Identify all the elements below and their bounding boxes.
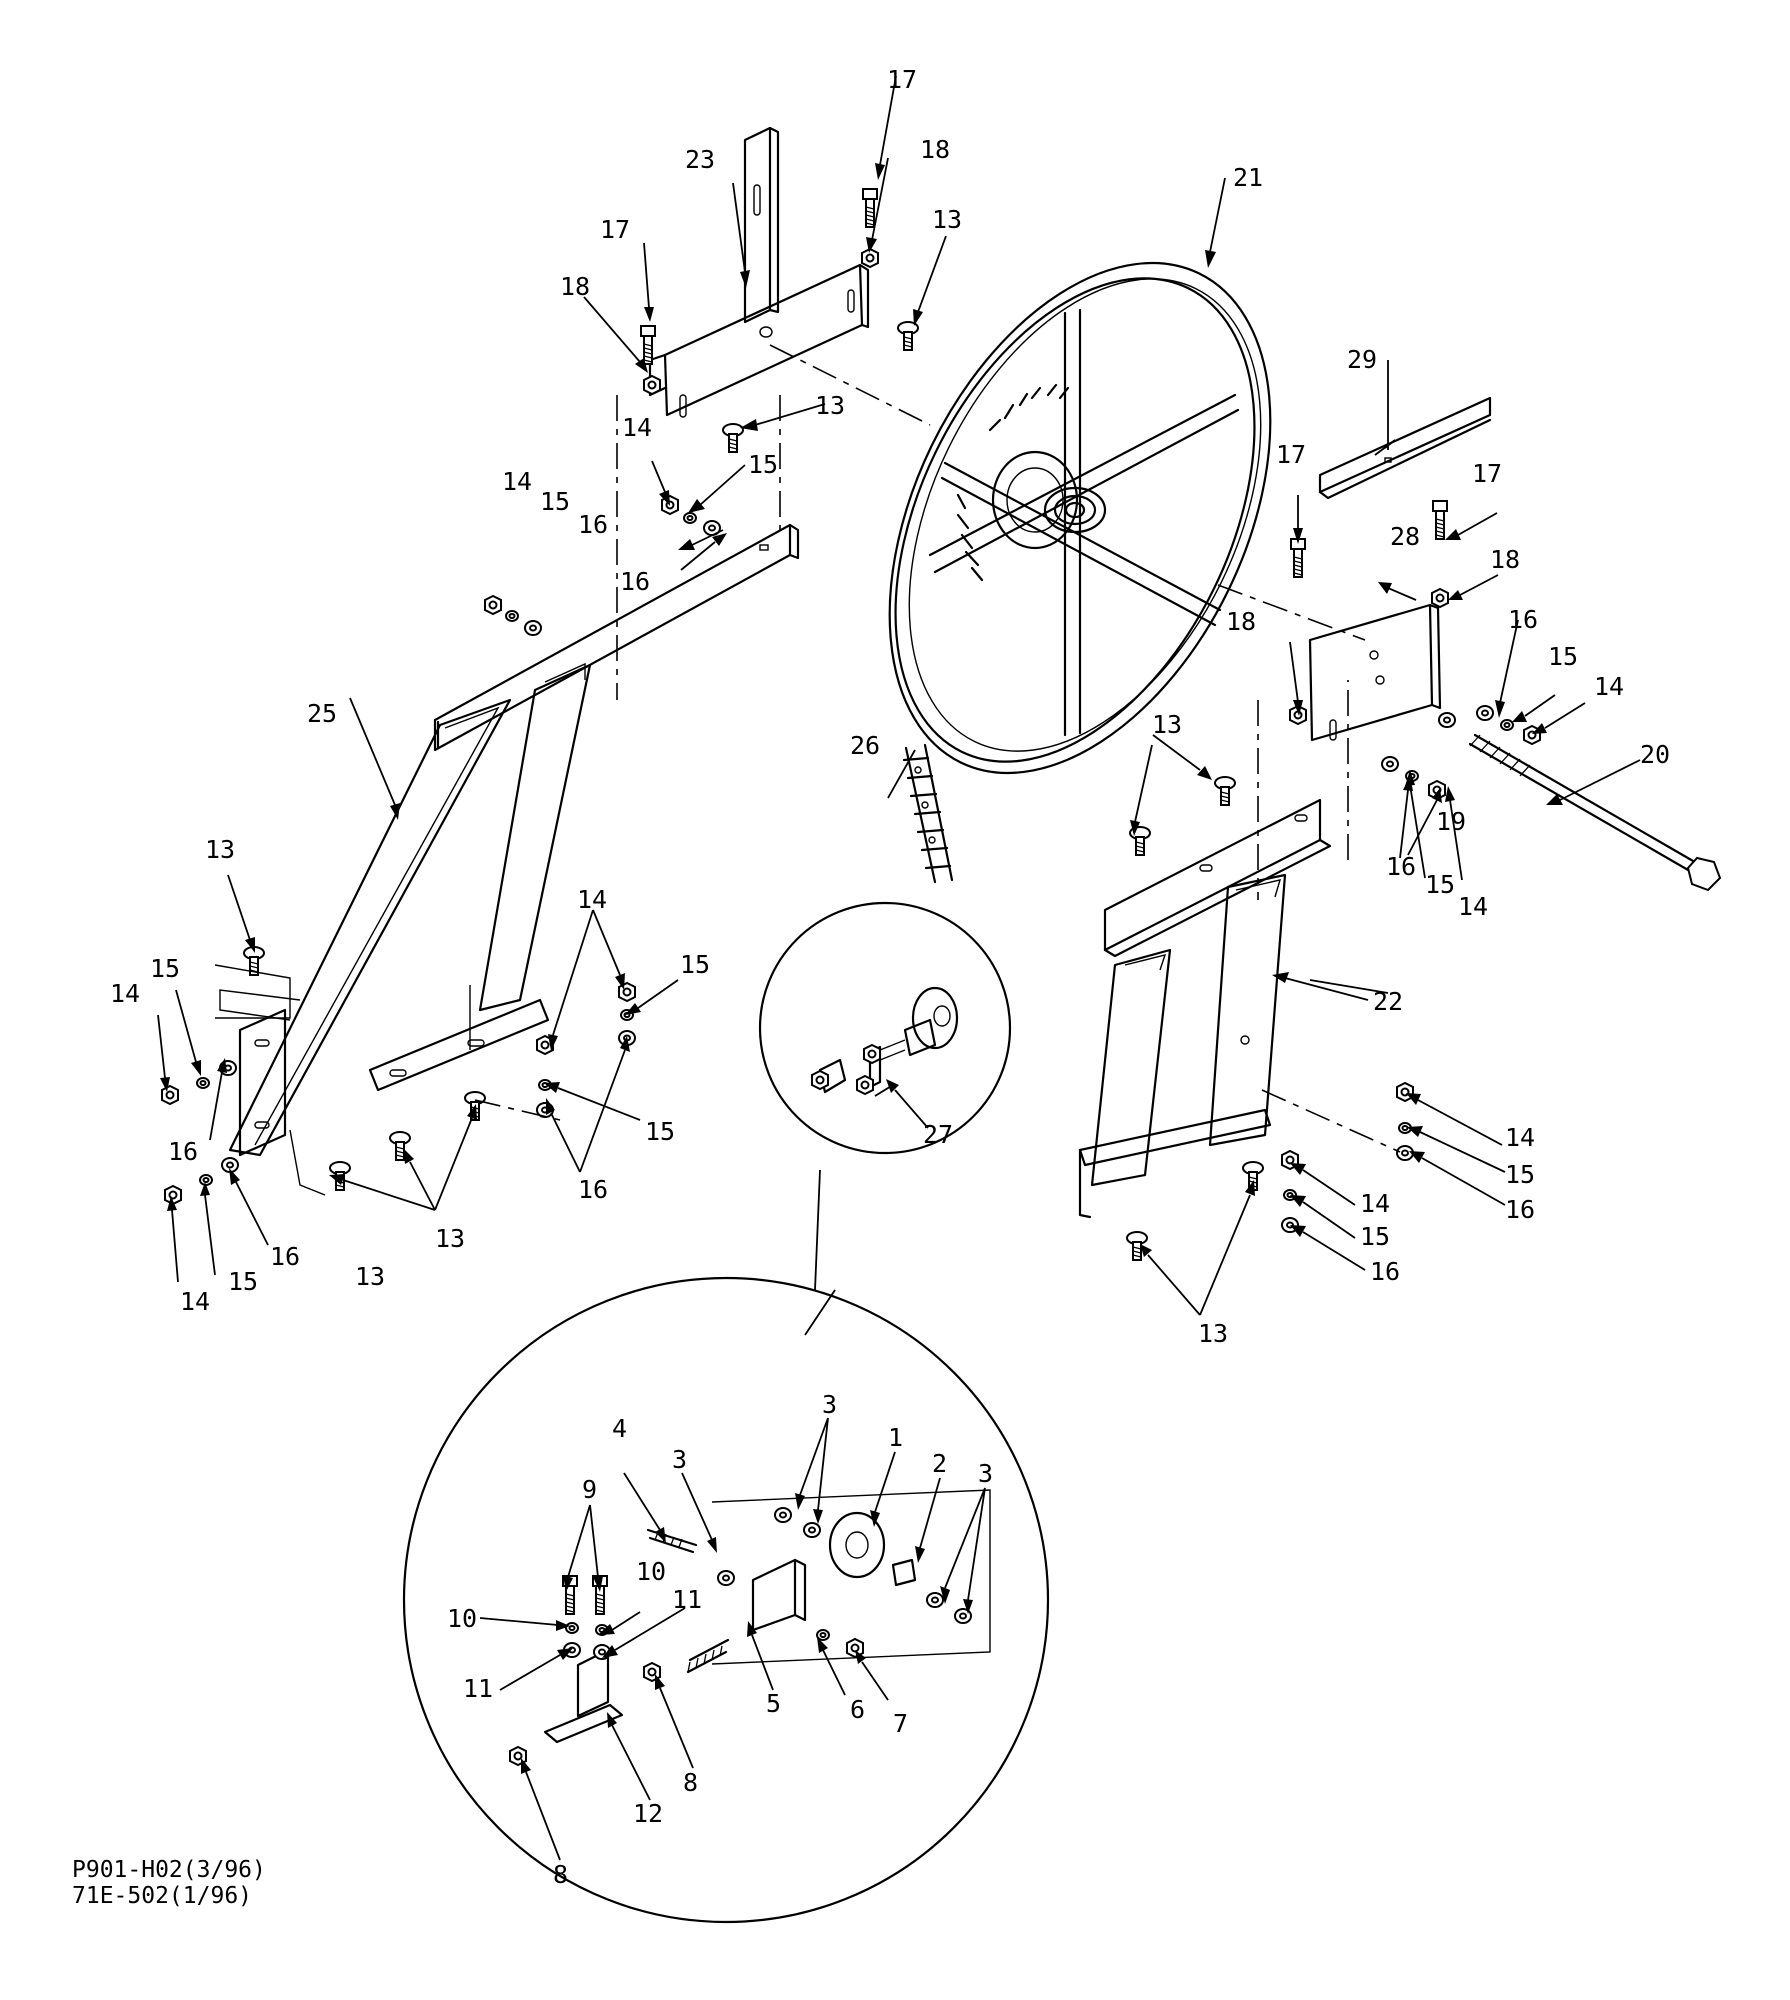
leader-lines xyxy=(157,75,1641,1861)
callout-16: 16 xyxy=(168,1137,198,1166)
callout-16: 16 xyxy=(578,510,608,539)
callout-14: 14 xyxy=(110,979,140,1008)
sprocket-wheel xyxy=(888,261,1272,775)
detail-27-circle xyxy=(758,901,1012,1155)
callout-13: 13 xyxy=(435,1224,465,1253)
callout-5: 5 xyxy=(766,1689,781,1718)
callout-15: 15 xyxy=(1505,1160,1535,1189)
callout-16: 16 xyxy=(1508,605,1538,634)
callout-15: 15 xyxy=(228,1267,258,1296)
callout-6: 6 xyxy=(850,1695,865,1724)
callout-25: 25 xyxy=(307,699,337,728)
callout-15: 15 xyxy=(1548,642,1578,671)
top-bracket xyxy=(648,126,870,418)
drawing-code-line-1: P901-H02(3/96) xyxy=(72,1857,266,1883)
callout-15: 15 xyxy=(748,450,778,479)
callout-14: 14 xyxy=(622,413,652,442)
callout-15: 15 xyxy=(150,954,180,983)
callout-22: 22 xyxy=(1373,987,1403,1016)
callout-15: 15 xyxy=(540,487,570,516)
callout-13: 13 xyxy=(815,391,845,420)
callout-16: 16 xyxy=(1370,1257,1400,1286)
callout-20: 20 xyxy=(1640,740,1670,769)
callout-16: 16 xyxy=(1386,852,1416,881)
callout-13: 13 xyxy=(1152,710,1182,739)
callout-28: 28 xyxy=(1390,522,1420,551)
callout-15: 15 xyxy=(1360,1222,1390,1251)
callout-12: 12 xyxy=(633,1799,663,1828)
callout-13: 13 xyxy=(1198,1319,1228,1348)
callout-17: 17 xyxy=(887,65,917,94)
callout-19: 19 xyxy=(1436,807,1466,836)
callout-13: 13 xyxy=(355,1262,385,1291)
callout-18: 18 xyxy=(560,272,590,301)
callout-14: 14 xyxy=(502,467,532,496)
callout-26: 26 xyxy=(850,731,880,760)
callout-14: 14 xyxy=(1594,672,1624,701)
callout-17: 17 xyxy=(1472,459,1502,488)
callout-17: 17 xyxy=(600,215,630,244)
drawing-code: P901-H02(3/96) 71E-502(1/96) xyxy=(72,1857,266,1909)
callout-9: 9 xyxy=(582,1475,597,1504)
callout-11: 11 xyxy=(672,1585,702,1614)
right-plates xyxy=(1308,396,1492,742)
callout-15: 15 xyxy=(1425,870,1455,899)
callout-29: 29 xyxy=(1347,345,1377,374)
callout-3: 3 xyxy=(672,1445,687,1474)
callout-15: 15 xyxy=(680,950,710,979)
right-stand xyxy=(1078,798,1332,1219)
callout-3: 3 xyxy=(978,1459,993,1488)
callout-13: 13 xyxy=(932,205,962,234)
callout-23: 23 xyxy=(685,145,715,174)
callout-13: 13 xyxy=(205,835,235,864)
chain xyxy=(902,743,954,884)
callout-10: 10 xyxy=(636,1557,666,1586)
callout-17: 17 xyxy=(1276,440,1306,469)
callout-4: 4 xyxy=(612,1414,627,1443)
callout-15: 15 xyxy=(645,1117,675,1146)
callout-16: 16 xyxy=(1505,1195,1535,1224)
long-bolt xyxy=(1468,733,1722,892)
callout-14: 14 xyxy=(577,885,607,914)
callout-16: 16 xyxy=(270,1242,300,1271)
callout-10: 10 xyxy=(447,1604,477,1633)
callout-14: 14 xyxy=(1360,1189,1390,1218)
callout-8: 8 xyxy=(683,1768,698,1797)
callout-21: 21 xyxy=(1233,163,1263,192)
detail-idler-circle xyxy=(402,1276,1050,1924)
callout-2: 2 xyxy=(932,1449,947,1478)
callout-14: 14 xyxy=(180,1287,210,1316)
callout-16: 16 xyxy=(620,567,650,596)
hardware-items xyxy=(161,188,1541,1766)
callout-14: 14 xyxy=(1458,892,1488,921)
callout-numbers: 17 18 23 13 21 17 18 13 14 15 16 14 15 1… xyxy=(110,65,1670,1889)
callout-18: 18 xyxy=(1490,545,1520,574)
callout-3: 3 xyxy=(822,1390,837,1419)
callout-11: 11 xyxy=(463,1674,493,1703)
callout-1: 1 xyxy=(888,1423,903,1452)
assembly-lines xyxy=(214,344,1401,1291)
callout-7: 7 xyxy=(893,1709,908,1738)
callout-16: 16 xyxy=(578,1175,608,1204)
drawing-code-line-2: 71E-502(1/96) xyxy=(72,1883,252,1909)
callout-18: 18 xyxy=(920,135,950,164)
callout-14: 14 xyxy=(1505,1123,1535,1152)
callout-8: 8 xyxy=(553,1860,568,1889)
left-frame xyxy=(228,523,800,1157)
callout-27: 27 xyxy=(923,1120,953,1149)
callout-18: 18 xyxy=(1226,607,1256,636)
